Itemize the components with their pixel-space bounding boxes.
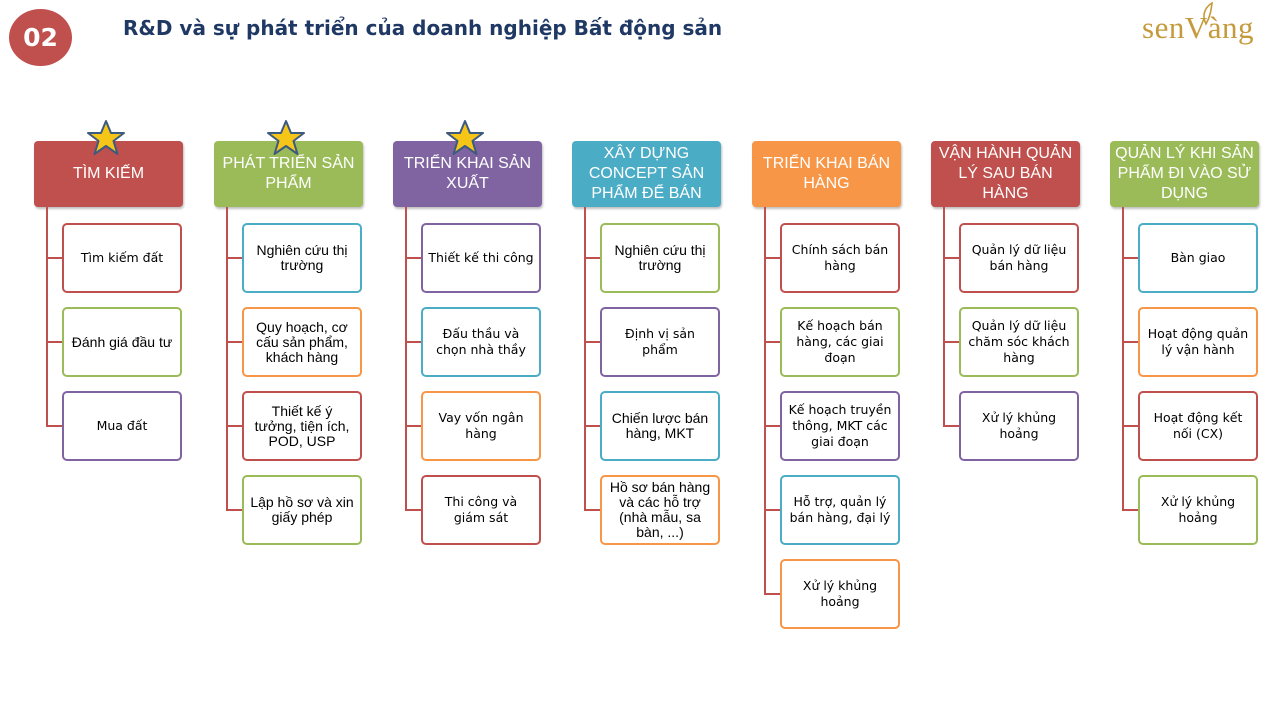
task-box: Hoạt động kết nối (CX): [1138, 391, 1258, 461]
star-icon: [87, 120, 125, 155]
connector-branch: [764, 425, 780, 427]
connector-branch: [764, 593, 780, 595]
stage-header: TRIỂN KHAI BÁN HÀNG: [752, 141, 901, 207]
section-number-badge: 02: [9, 9, 72, 66]
task-box: Xử lý khủng hoảng: [1138, 475, 1258, 545]
task-box: Vay vốn ngân hàng: [421, 391, 541, 461]
connector-branch: [46, 257, 62, 259]
connector-branch: [405, 341, 421, 343]
connector-branch: [943, 257, 959, 259]
task-box: Xử lý khủng hoảng: [959, 391, 1079, 461]
task-box: Quản lý dữ liệu bán hàng: [959, 223, 1079, 293]
star-icon: [267, 120, 305, 155]
connector-line: [405, 207, 407, 511]
connector-branch: [584, 425, 600, 427]
connector-branch: [405, 509, 421, 511]
stage-header: TÌM KIẾM: [34, 141, 183, 207]
connector-line: [943, 207, 945, 427]
connector-branch: [584, 509, 600, 511]
task-box: Đánh giá đầu tư: [62, 307, 182, 377]
task-box: Xử lý khủng hoảng: [780, 559, 900, 629]
connector-branch: [1122, 257, 1138, 259]
connector-branch: [1122, 341, 1138, 343]
connector-branch: [1122, 509, 1138, 511]
connector-branch: [764, 509, 780, 511]
connector-branch: [1122, 425, 1138, 427]
connector-branch: [226, 257, 242, 259]
stage-header: PHÁT TRIỂN SẢN PHẨM: [214, 141, 363, 207]
page-title: R&D và sự phát triển của doanh nghiệp Bấ…: [123, 16, 723, 40]
connector-branch: [943, 425, 959, 427]
connector-branch: [226, 341, 242, 343]
connector-branch: [764, 341, 780, 343]
connector-line: [226, 207, 228, 511]
connector-branch: [226, 509, 242, 511]
task-box: Tìm kiếm đất: [62, 223, 182, 293]
stage-header: QUẢN LÝ KHI SẢN PHẨM ĐI VÀO SỬ DỤNG: [1110, 141, 1259, 207]
stage-header: VẬN HÀNH QUẢN LÝ SAU BÁN HÀNG: [931, 141, 1080, 207]
task-box: Kế hoạch bán hàng, các giai đoạn: [780, 307, 900, 377]
task-box: Hoạt động quản lý vận hành: [1138, 307, 1258, 377]
task-box: Quy hoạch, cơ cấu sản phẩm, khách hàng: [242, 307, 362, 377]
connector-branch: [226, 425, 242, 427]
connector-branch: [46, 341, 62, 343]
senvang-logo: senVàng: [1140, 2, 1278, 52]
connector-line: [46, 207, 48, 427]
task-box: Lập hồ sơ và xin giấy phép: [242, 475, 362, 545]
task-box: Nghiên cứu thị trường: [600, 223, 720, 293]
connector-branch: [405, 425, 421, 427]
stage-header: XÂY DỰNG CONCEPT SẢN PHẨM ĐỂ BÁN: [572, 141, 721, 207]
leaf-icon: [1203, 2, 1213, 26]
stage-header: TRIỂN KHAI SẢN XUẤT: [393, 141, 542, 207]
connector-branch: [943, 341, 959, 343]
connector-branch: [584, 257, 600, 259]
task-box: Kế hoạch truyền thông, MKT các giai đoạn: [780, 391, 900, 461]
connector-branch: [584, 341, 600, 343]
task-box: Hồ sơ bán hàng và các hỗ trợ (nhà mẫu, s…: [600, 475, 720, 545]
task-box: Thiết kế ý tưởng, tiện ích, POD, USP: [242, 391, 362, 461]
task-box: Hỗ trợ, quản lý bán hàng, đại lý: [780, 475, 900, 545]
task-box: Thiết kế thi công: [421, 223, 541, 293]
connector-line: [584, 207, 586, 511]
task-box: Thi công và giám sát: [421, 475, 541, 545]
task-box: Mua đất: [62, 391, 182, 461]
task-box: Nghiên cứu thị trường: [242, 223, 362, 293]
task-box: Quản lý dữ liệu chăm sóc khách hàng: [959, 307, 1079, 377]
task-box: Chính sách bán hàng: [780, 223, 900, 293]
task-box: Định vị sản phẩm: [600, 307, 720, 377]
star-icon: [446, 120, 484, 155]
connector-line: [1122, 207, 1124, 511]
connector-branch: [46, 425, 62, 427]
task-box: Chiến lược bán hàng, MKT: [600, 391, 720, 461]
connector-line: [764, 207, 766, 595]
task-box: Đấu thầu và chọn nhà thầy: [421, 307, 541, 377]
connector-branch: [764, 257, 780, 259]
task-box: Bàn giao: [1138, 223, 1258, 293]
connector-branch: [405, 257, 421, 259]
logo-wordmark: senVàng: [1142, 10, 1254, 45]
